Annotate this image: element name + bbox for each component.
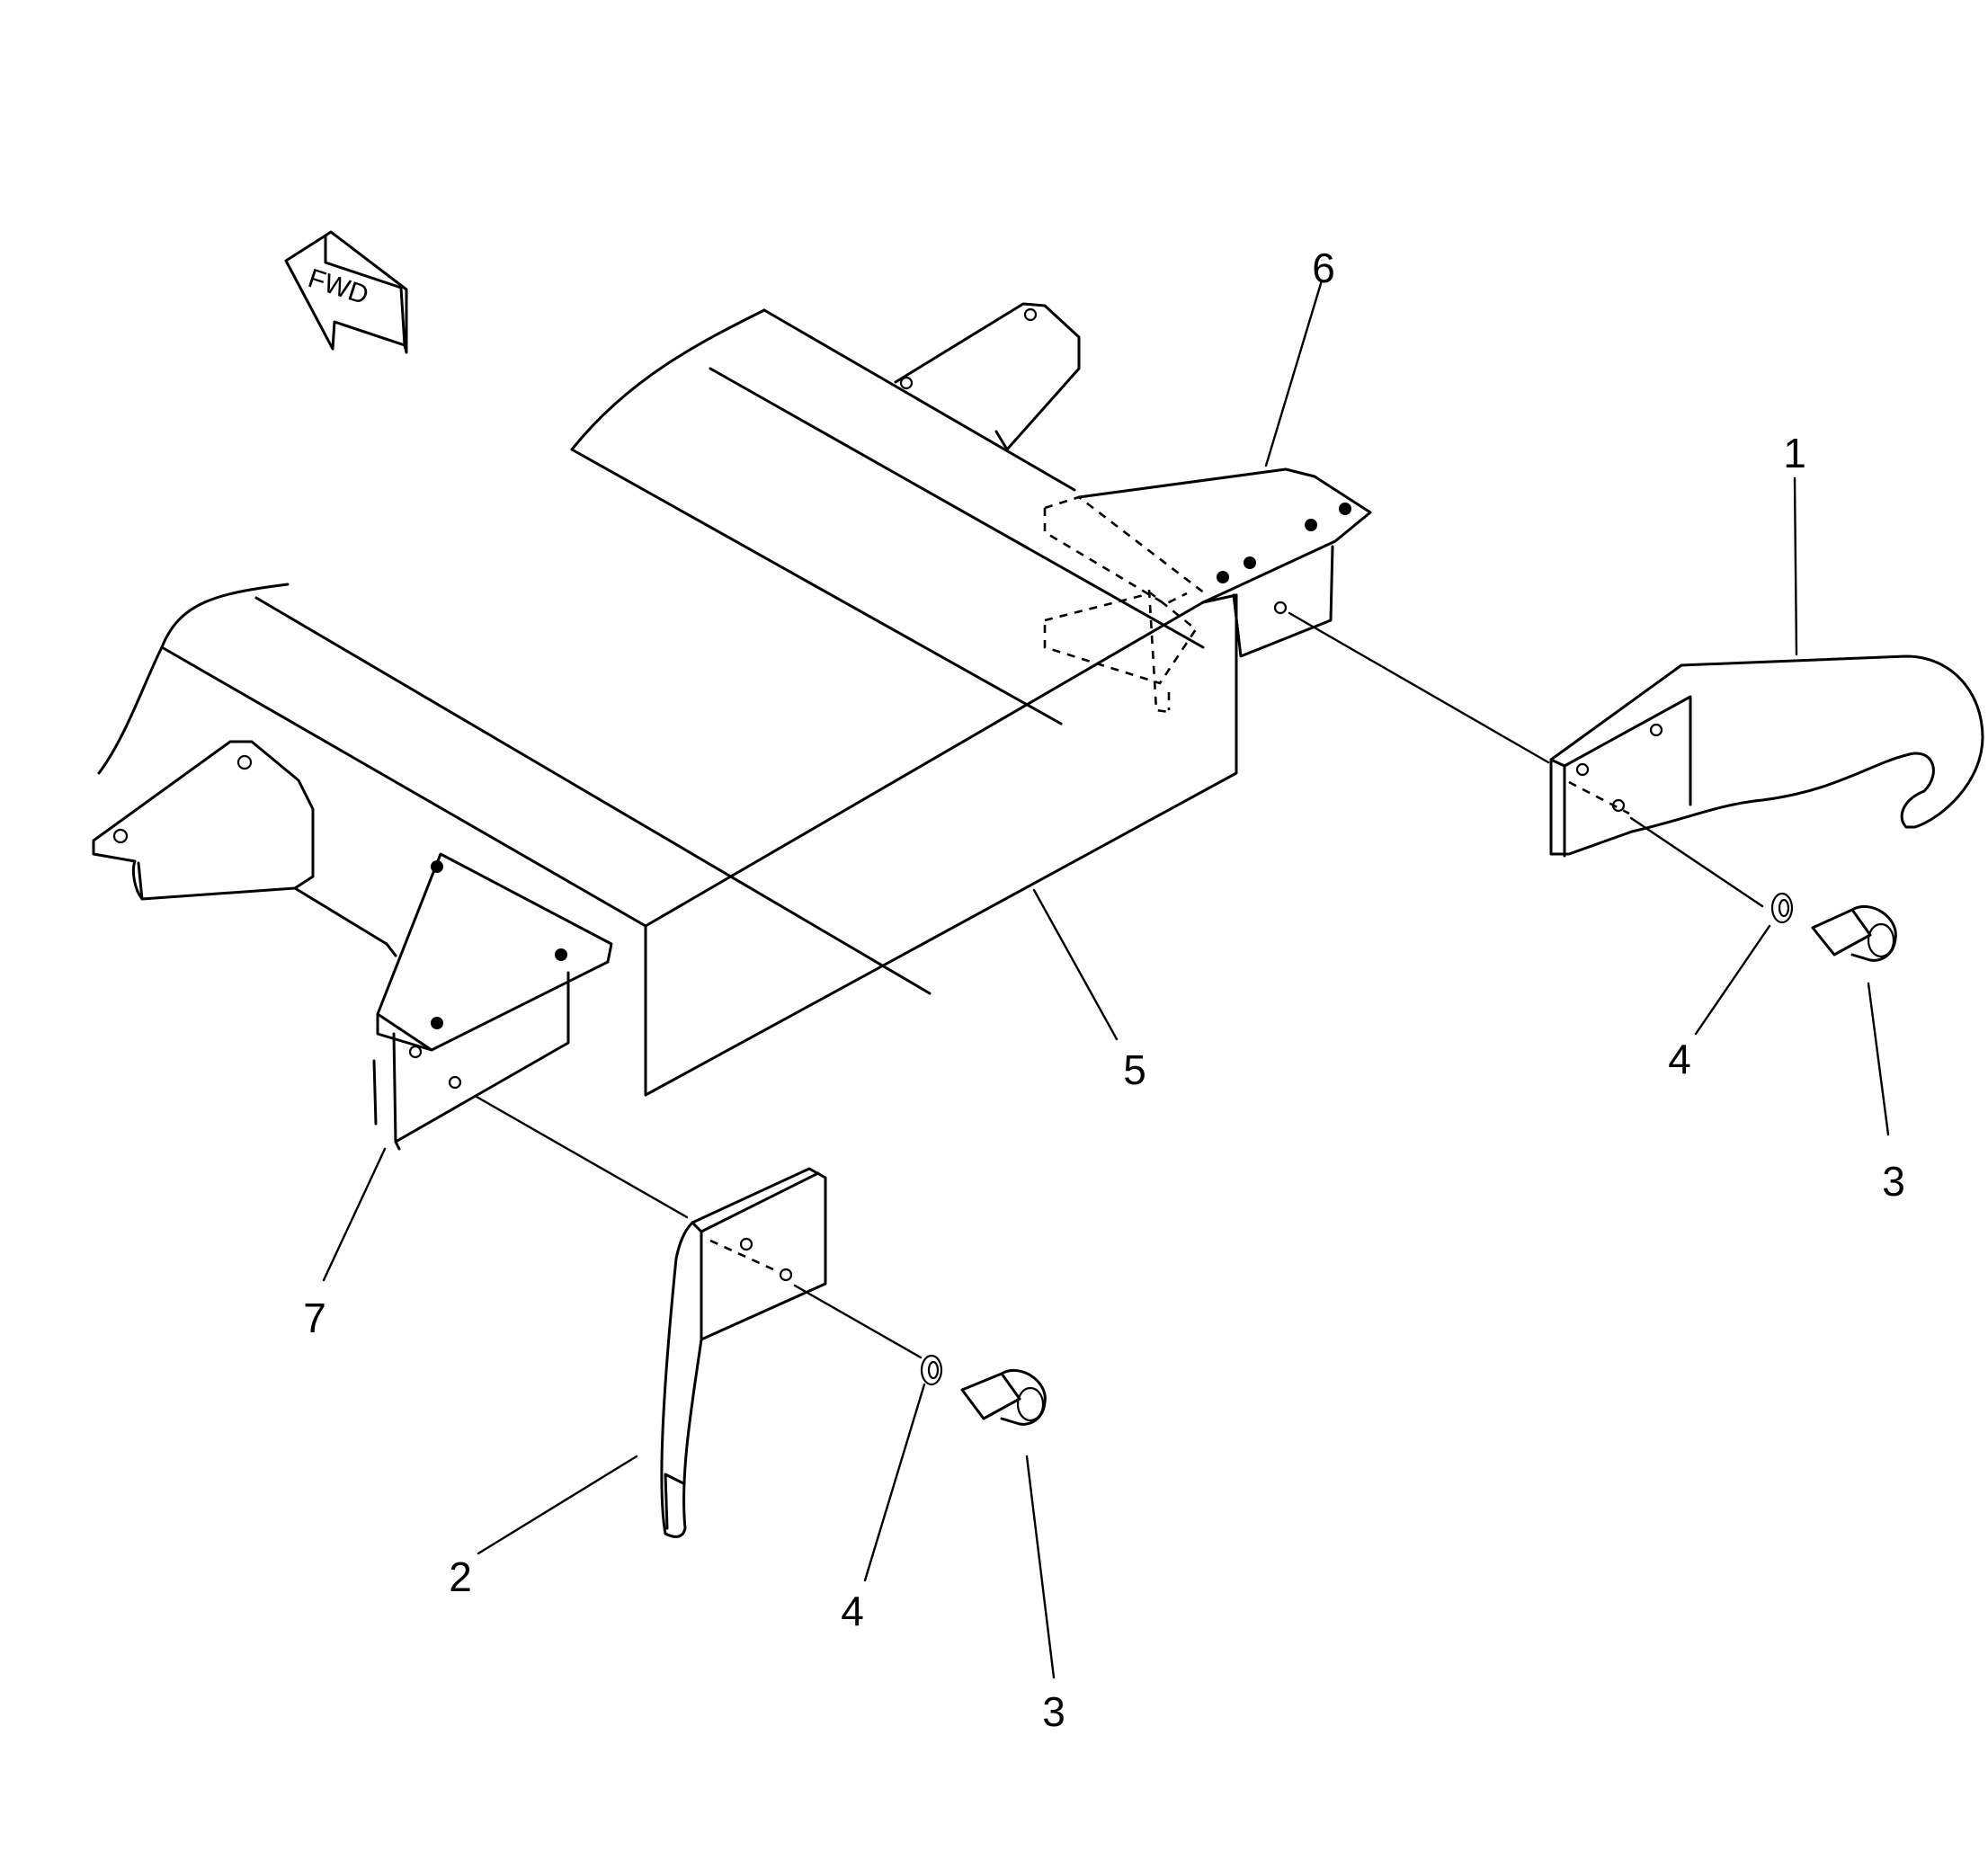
bracket-6: [1043, 467, 1550, 764]
callout-3-left: 3: [1042, 1688, 1065, 1735]
callout-4-left: 4: [841, 1588, 864, 1634]
frame-body: [92, 302, 1238, 1097]
bolt-3-right: [1811, 904, 1897, 962]
leader-lines: [322, 279, 1890, 1679]
washer-4-left: [920, 1354, 943, 1386]
callout-3-right: 3: [1882, 1158, 1905, 1205]
bolt-3-left: [960, 1368, 1047, 1426]
callout-7: 7: [303, 1295, 326, 1341]
callout-labels: 1 6 5 4 3 7 2 4 3: [303, 245, 1905, 1735]
fwd-label: FWD: [305, 263, 372, 310]
callout-2: 2: [449, 1553, 472, 1600]
callout-6: 6: [1312, 245, 1335, 291]
callout-1: 1: [1783, 430, 1806, 476]
washer-4-right: [1770, 892, 1794, 924]
hook-1: [1549, 654, 1984, 908]
hook-2: [660, 1167, 923, 1538]
fwd-arrow-icon: FWD: [284, 230, 408, 354]
bracket-7: [372, 852, 689, 1219]
callout-4-right: 4: [1668, 1036, 1691, 1082]
callout-5: 5: [1123, 1046, 1146, 1093]
